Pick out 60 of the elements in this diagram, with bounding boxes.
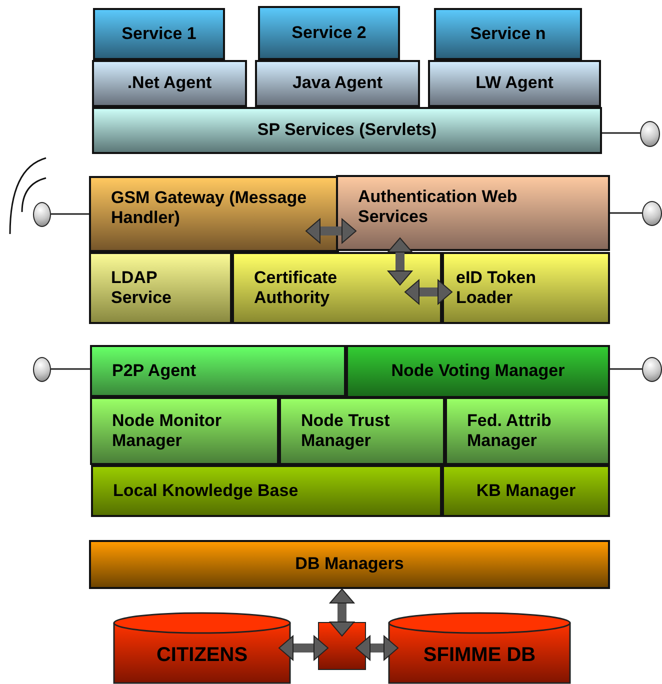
component-box [255, 60, 420, 107]
connector-line [51, 213, 89, 215]
component-box [93, 8, 225, 60]
component-box [91, 465, 442, 517]
component-box [232, 252, 442, 324]
component-label: Authentication Web Services [358, 187, 518, 228]
component-label: eID Token Loader [456, 268, 537, 308]
double-arrow [330, 588, 354, 636]
component-box [92, 60, 247, 107]
component-label: Fed. Attrib Manager [467, 410, 552, 452]
component-box [92, 107, 602, 154]
component-label: Service n [470, 24, 546, 44]
component-label: SFIMME DB [423, 643, 536, 667]
component-label: LDAP Service [111, 268, 172, 308]
component-label: P2P Agent [112, 360, 196, 382]
connector-line [602, 132, 640, 134]
component-label: GSM Gateway (Message Handler) [111, 188, 308, 229]
connector-line [610, 368, 642, 370]
component-label: Java Agent [292, 73, 383, 94]
component-label: Local Knowledge Base [113, 480, 298, 502]
component-label: Certificate Authority [254, 268, 338, 308]
component-label: SP Services (Servlets) [257, 120, 437, 141]
component-box [445, 397, 610, 465]
component-box [89, 176, 339, 252]
interface-port [33, 357, 51, 382]
component-box [279, 397, 445, 465]
component-box [90, 345, 346, 397]
component-box [258, 6, 400, 60]
double-arrow [404, 280, 452, 304]
double-arrow [306, 218, 356, 244]
component-box [428, 60, 601, 107]
interface-port [642, 357, 662, 382]
component-label: Service 2 [292, 22, 366, 44]
database-cylinder [388, 612, 571, 684]
interface-port [33, 202, 51, 227]
component-label: Node Monitor Manager [112, 410, 223, 452]
connector-line [610, 212, 642, 214]
double-arrow [388, 238, 412, 286]
component-box [90, 397, 279, 465]
component-box [346, 345, 610, 398]
interface-port [640, 121, 660, 147]
component-label: Service 1 [122, 24, 196, 44]
interface-port [642, 201, 662, 226]
component-box [89, 540, 610, 589]
connector-line [51, 368, 90, 370]
component-box [434, 8, 582, 60]
component-label: .Net Agent [127, 73, 212, 94]
component-label: LW Agent [476, 73, 554, 94]
database-cylinder [113, 612, 291, 684]
component-box [336, 175, 610, 251]
component-box [89, 252, 232, 324]
component-label: Node Trust Manager [301, 410, 391, 452]
component-label: Node Voting Manager [391, 361, 565, 382]
component-label: DB Managers [295, 554, 404, 575]
component-box [442, 252, 610, 324]
component-box [442, 465, 610, 517]
double-arrow [278, 636, 328, 660]
component-label: KB Manager [476, 480, 576, 502]
double-arrow [356, 636, 398, 660]
component-label: CITIZENS [156, 643, 248, 667]
